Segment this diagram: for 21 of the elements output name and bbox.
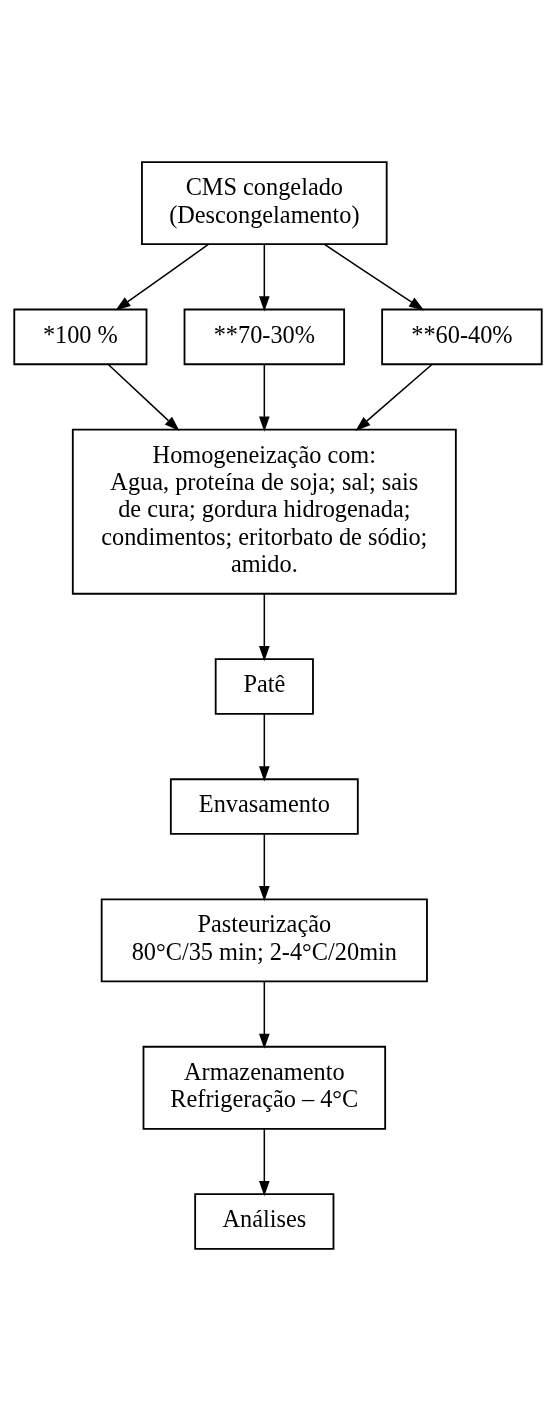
- node-box: Homogeneização com: Agua, proteína de soja; sal; sais de cura; gordura hidrogenada; condimentos; eritorbato de sódio; amido.: [71, 428, 457, 595]
- node-box: Envasamento: [169, 777, 359, 835]
- arrow: [355, 363, 433, 431]
- arrow: [115, 242, 210, 310]
- arrow: [259, 712, 270, 781]
- arrow: [259, 980, 270, 1049]
- node-box: CMS congelado (Descongelamento): [141, 160, 388, 245]
- node-box: *100 %: [13, 308, 148, 365]
- node-box: Pasteurização 80°C/35 min; 2-4°C/20min: [100, 897, 428, 982]
- node-box: Patê: [214, 657, 314, 715]
- node-box: Armazenamento Refrigeração – 4°C: [142, 1045, 387, 1130]
- node-box: **60-40%: [381, 308, 543, 365]
- arrow: [259, 243, 270, 312]
- arrow: [259, 1128, 270, 1196]
- arrow: [107, 363, 180, 431]
- arrow: [323, 242, 425, 310]
- arrow: [259, 833, 270, 901]
- node-box: Análises: [194, 1192, 335, 1250]
- arrow: [259, 363, 270, 432]
- arrow: [259, 592, 270, 661]
- node-box: **70-30%: [183, 308, 346, 365]
